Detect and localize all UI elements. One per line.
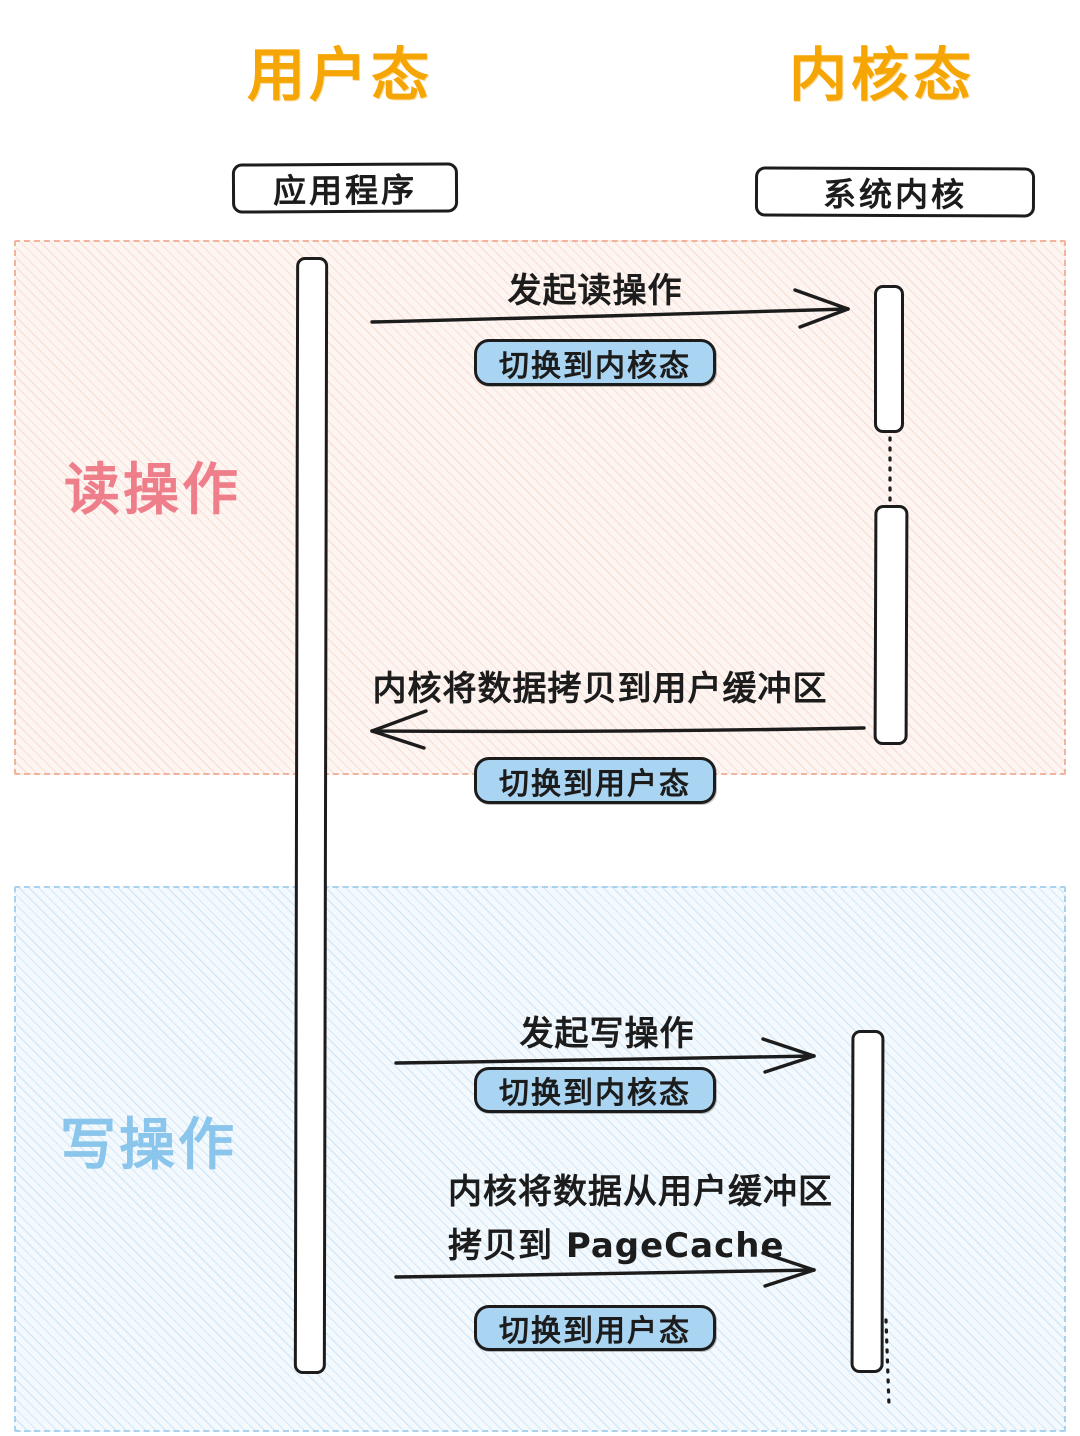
read-request-label: 发起读操作 <box>507 271 683 311</box>
badge-switch-to-kernel-read: 切换到内核态 <box>474 339 716 386</box>
section-label-write: 写操作 <box>60 1113 237 1178</box>
lifeline-kernel-read-1 <box>874 285 904 433</box>
lifeline-application <box>293 256 329 1375</box>
write-copy-label-line1: 内核将数据从用户缓冲区 <box>448 1172 833 1212</box>
badge-switch-to-user-write: 切换到用户态 <box>474 1305 716 1351</box>
header-kernel-mode: 内核态 <box>788 41 975 109</box>
badge-switch-to-kernel-write: 切换到内核态 <box>474 1067 716 1113</box>
header-user-mode: 用户态 <box>246 41 433 109</box>
region-write-operation <box>14 886 1066 1432</box>
read-return-label: 内核将数据拷贝到用户缓冲区 <box>372 669 828 709</box>
write-copy-label: 内核将数据从用户缓冲区 拷贝到 PageCache <box>448 1165 888 1274</box>
actor-box-kernel: 系统内核 <box>754 166 1036 218</box>
write-request-label: 发起写操作 <box>519 1014 695 1054</box>
actor-kernel-label: 系统内核 <box>822 174 968 215</box>
badge-switch-to-user-read: 切换到用户态 <box>474 757 716 804</box>
section-label-read: 读操作 <box>64 458 241 523</box>
write-copy-label-line2: 拷贝到 PageCache <box>448 1226 785 1267</box>
actor-box-application: 应用程序 <box>231 162 459 214</box>
actor-application-label: 应用程序 <box>272 170 418 211</box>
